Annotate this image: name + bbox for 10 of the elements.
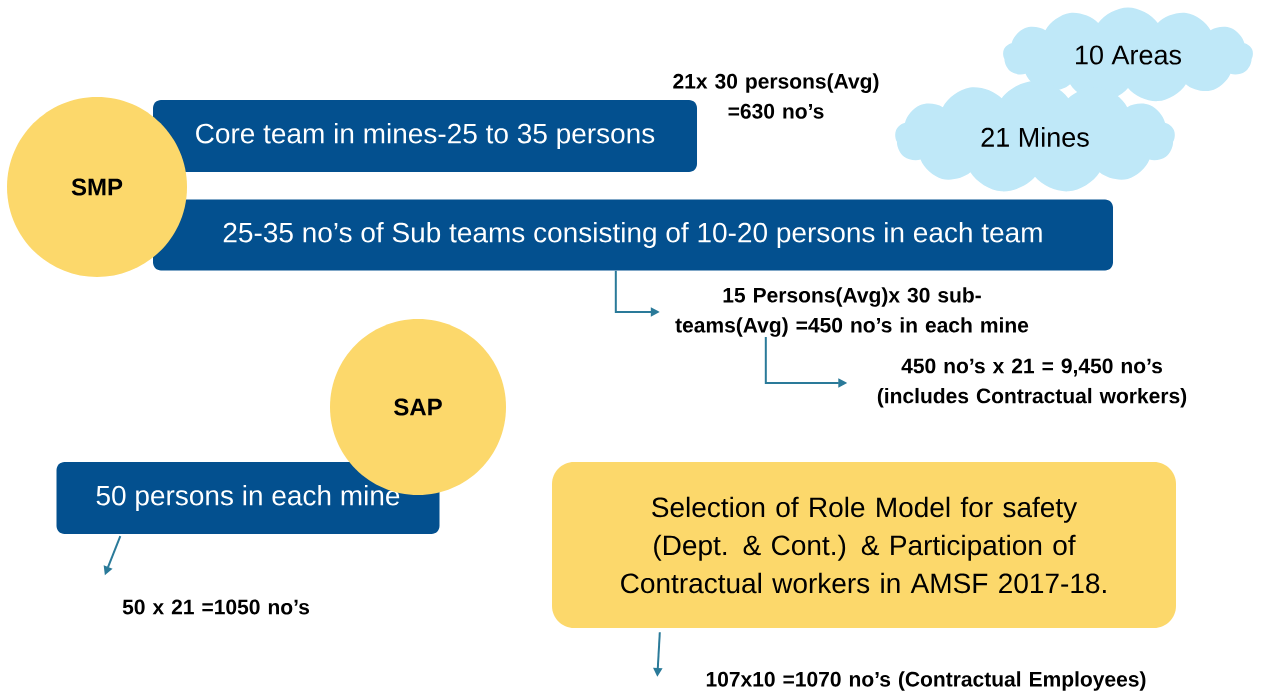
- node-label: 21 Mines: [981, 127, 1089, 147]
- result-text: 50 x 21 =1050 no’s: [122, 599, 310, 615]
- result-text: 15 Persons(Avg)x 30 sub-teams(Avg) =450 no’s in each mine: [675, 287, 1029, 337]
- result-text: 107x10 =1070 no’s (Contractual Employees): [706, 671, 1146, 691]
- process-box: 25-35 no’s of Sub teams consisting of 10-20 persons in each team: [153, 199, 1113, 271]
- circle-badge: SMP: [7, 97, 187, 277]
- process-box: Core team in mines-25 to 35 persons: [153, 100, 697, 172]
- result-text: 450 no’s x 21 = 9,450 no’s (includes Contractual workers): [877, 358, 1187, 408]
- process-box: 50 persons in each mine: [56, 462, 440, 534]
- highlight-box: Selection of Role Model for safety (Dept. & Cont.) & Participation of Contractual workers in AMSF 2017-18.: [552, 462, 1176, 628]
